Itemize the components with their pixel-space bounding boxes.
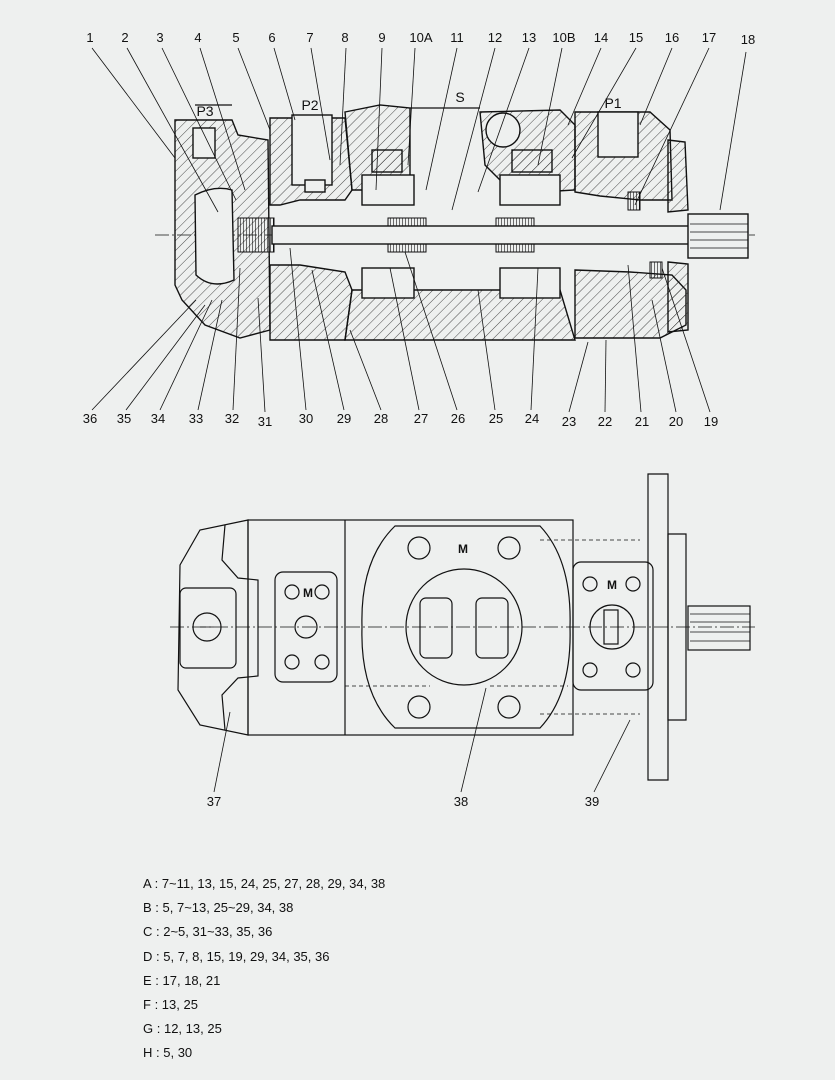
port-p1-label: P1 — [604, 95, 621, 111]
legend-row-g: G : 12, 13, 25 — [143, 1021, 222, 1037]
callout-7: 7 — [306, 30, 313, 45]
callout-9: 9 — [378, 30, 385, 45]
external-view: M M M — [170, 473, 755, 781]
callout-20: 20 — [669, 414, 683, 429]
lower-callouts: 37 38 39 — [207, 687, 631, 809]
callout-12: 12 — [488, 30, 502, 45]
callout-29: 29 — [337, 411, 351, 426]
port-p3-label: P3 — [196, 103, 213, 119]
callout-18: 18 — [741, 32, 755, 47]
callout-4: 4 — [194, 30, 201, 45]
callout-5: 5 — [232, 30, 239, 45]
legend-row-f: F : 13, 25 — [143, 996, 198, 1012]
callout-10a: 10A — [409, 30, 432, 45]
section-view: P3 P2 S P1 — [155, 89, 755, 341]
callout-34: 34 — [151, 411, 165, 426]
pump-exploded-diagram: P3 P2 S P1 1 2 3 4 5 6 7 8 9 10A 11 12 1… — [83, 30, 755, 809]
callout-17: 17 — [702, 30, 716, 45]
mount-mark-large: M — [458, 542, 468, 556]
callout-11: 11 — [450, 30, 464, 45]
callout-14: 14 — [594, 30, 608, 45]
callout-33: 33 — [189, 411, 203, 426]
callout-6: 6 — [268, 30, 275, 45]
legend-row-a: A : 7~11, 13, 15, 24, 25, 27, 28, 29, 34… — [143, 876, 386, 891]
port-s-label: S — [455, 89, 464, 105]
legend-row-h: H : 5, 30 — [143, 1045, 193, 1061]
callout-8: 8 — [341, 30, 348, 45]
callout-2: 2 — [121, 30, 128, 45]
callout-13: 13 — [522, 30, 536, 45]
callout-10b: 10B — [552, 30, 575, 45]
callout-19: 19 — [704, 414, 718, 429]
callout-23: 23 — [562, 414, 576, 429]
callout-27: 27 — [414, 411, 428, 426]
callout-38: 38 — [454, 794, 468, 809]
callout-1: 1 — [86, 30, 93, 45]
bottom-callouts: 36 35 34 33 32 31 30 29 28 27 26 25 24 2… — [83, 247, 718, 429]
callout-31: 31 — [258, 414, 272, 429]
legend-row-e: E : 17, 18, 21 — [143, 972, 221, 988]
callout-28: 28 — [374, 411, 388, 426]
callout-25: 25 — [489, 411, 503, 426]
port-p2-label: P2 — [301, 97, 318, 113]
callout-21: 21 — [635, 414, 649, 429]
callout-26: 26 — [451, 411, 465, 426]
callout-35: 35 — [117, 411, 131, 426]
mount-mark-small: M — [303, 586, 313, 600]
legend-row-d: D : 5, 7, 8, 15, 19, 29, 34, 35, 36 — [143, 948, 330, 964]
mount-mark-front: M — [607, 578, 617, 592]
parts-legend: A : 7~11, 13, 15, 24, 25, 27, 28, 29, 34… — [143, 874, 385, 1068]
legend-row-b: B : 5, 7~13, 25~29, 34, 38 — [143, 900, 294, 916]
callout-37: 37 — [207, 794, 221, 809]
callout-36: 36 — [83, 411, 97, 426]
top-callouts: 1 2 3 4 5 6 7 8 9 10A 11 12 13 10B 14 15… — [86, 30, 755, 213]
callout-15: 15 — [629, 30, 643, 45]
callout-39: 39 — [585, 794, 599, 809]
callout-24: 24 — [525, 411, 539, 426]
callout-16: 16 — [665, 30, 679, 45]
callout-32: 32 — [225, 411, 239, 426]
legend-row-c: C : 2~5, 31~33, 35, 36 — [143, 924, 273, 940]
callout-3: 3 — [156, 30, 163, 45]
callout-30: 30 — [299, 411, 313, 426]
callout-22: 22 — [598, 414, 612, 429]
